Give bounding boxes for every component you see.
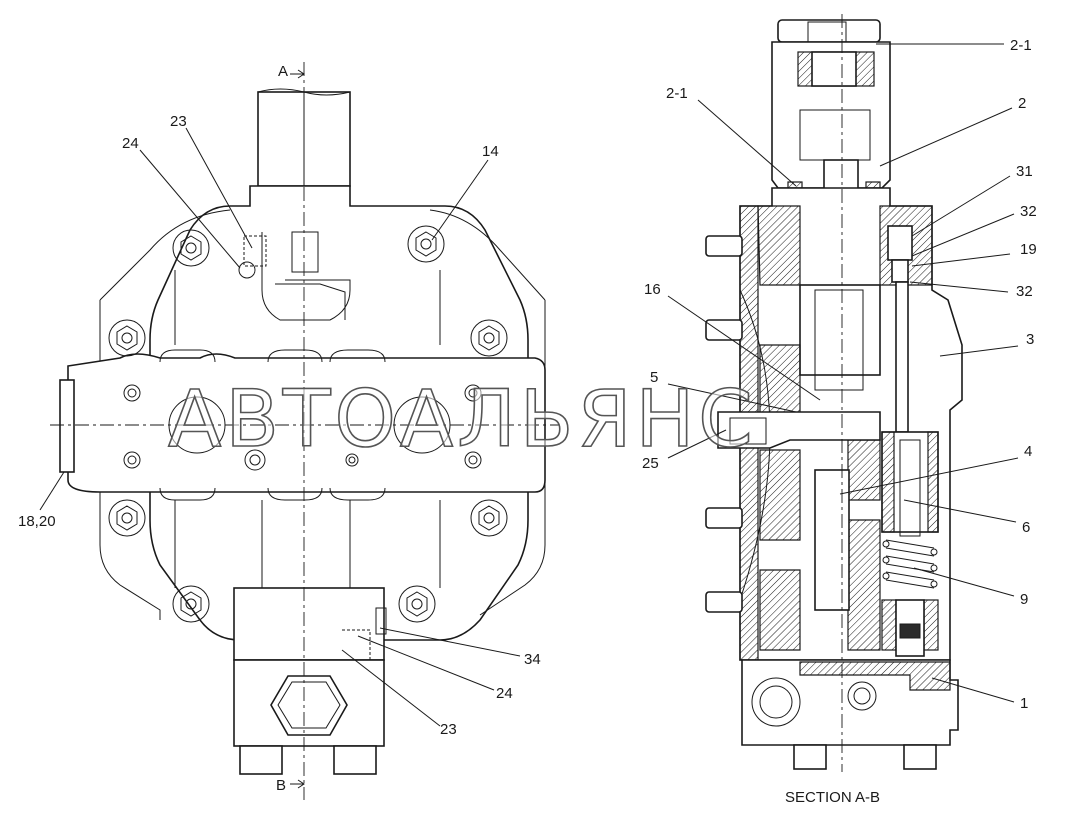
label-6: 6 — [1022, 519, 1030, 536]
label-2-1-left: 2-1 — [666, 85, 688, 102]
label-24-bottom: 24 — [496, 685, 513, 702]
watermark: АВТОАЛЬЯНС — [168, 375, 757, 465]
part-labels: A B 24 23 14 18,20 34 24 23 2-1 2-1 2 31… — [18, 37, 1037, 806]
label-2: 2 — [1018, 95, 1026, 112]
label-19: 19 — [1020, 241, 1037, 258]
label-24-top: 24 — [122, 135, 139, 152]
lever-arm — [717, 411, 881, 449]
label-18-20: 18,20 — [18, 513, 56, 530]
spring-icon — [882, 539, 938, 589]
label-14: 14 — [482, 143, 499, 160]
top-cap — [777, 19, 881, 43]
front-view — [50, 62, 560, 800]
bolt-icon — [470, 319, 508, 357]
section-title: SECTION A-B — [785, 789, 880, 806]
label-5: 5 — [650, 369, 658, 386]
hex-plug-icon — [270, 675, 348, 736]
label-34: 34 — [524, 651, 541, 668]
label-32-top: 32 — [1020, 203, 1037, 220]
section-view — [705, 14, 963, 772]
bolt-icon — [398, 585, 436, 623]
label-4: 4 — [1024, 443, 1032, 460]
label-32-mid: 32 — [1016, 283, 1033, 300]
bolt-icon — [108, 499, 146, 537]
bolt-icon — [407, 225, 445, 263]
section-mark-top: A — [278, 63, 288, 80]
label-16: 16 — [644, 281, 661, 298]
label-3: 3 — [1026, 331, 1034, 348]
bolt-icon — [470, 499, 508, 537]
label-31: 31 — [1016, 163, 1033, 180]
bolt-heads — [108, 225, 508, 623]
label-1: 1 — [1020, 695, 1028, 712]
label-23-bottom: 23 — [440, 721, 457, 738]
label-9: 9 — [1020, 591, 1028, 608]
label-2-1-right: 2-1 — [1010, 37, 1032, 54]
bolt-icon — [172, 585, 210, 623]
label-23-top: 23 — [170, 113, 187, 130]
bolt-icon — [172, 229, 210, 267]
center-band — [67, 353, 546, 493]
label-25: 25 — [642, 455, 659, 472]
section-mark-bottom: B — [276, 777, 286, 794]
leader-lines — [39, 43, 1019, 727]
bolt-icon — [108, 319, 146, 357]
